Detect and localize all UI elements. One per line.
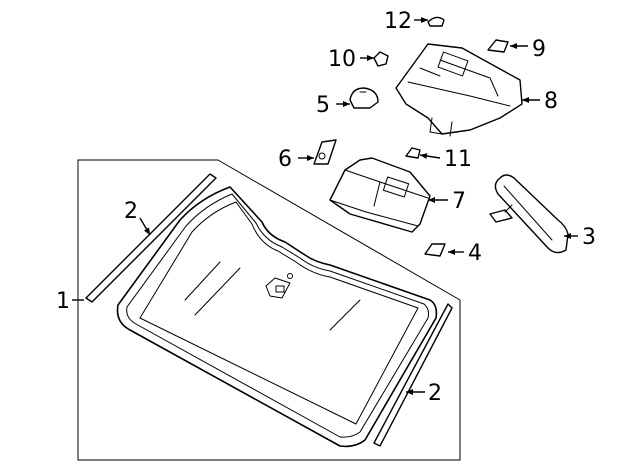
callout-3: 3	[582, 225, 596, 250]
callout-7: 7	[452, 189, 466, 214]
windshield-group-frame	[77, 159, 461, 461]
callout-8: 8	[544, 89, 558, 114]
mounting-nut[interactable]	[373, 51, 389, 67]
callout-12: 12	[384, 9, 412, 34]
callout-2-right: 2	[428, 381, 442, 406]
plug-fastener[interactable]	[427, 16, 445, 27]
callout-10: 10	[328, 47, 356, 72]
sensor-cover[interactable]	[424, 243, 446, 257]
windshield-glass[interactable]	[116, 186, 438, 448]
callout-2-left: 2	[124, 199, 138, 224]
callout-6: 6	[278, 147, 292, 172]
sensor-lamp[interactable]	[349, 87, 379, 109]
windshield-molding-right[interactable]	[373, 303, 453, 447]
callout-1: 1	[56, 289, 70, 314]
rearview-mirror[interactable]	[489, 174, 569, 254]
callout-5: 5	[316, 93, 330, 118]
camera-module[interactable]	[329, 157, 431, 233]
callout-11: 11	[444, 147, 472, 172]
leader-11	[419, 153, 441, 160]
callout-9: 9	[532, 37, 546, 62]
mirror-bracket-housing[interactable]	[395, 43, 523, 137]
retainer-clip[interactable]	[487, 39, 509, 53]
leader-2a	[139, 217, 151, 236]
wire-clip[interactable]	[405, 147, 421, 159]
callout-4: 4	[468, 241, 482, 266]
rain-sensor[interactable]	[313, 139, 337, 165]
windshield-molding-left[interactable]	[85, 173, 217, 303]
